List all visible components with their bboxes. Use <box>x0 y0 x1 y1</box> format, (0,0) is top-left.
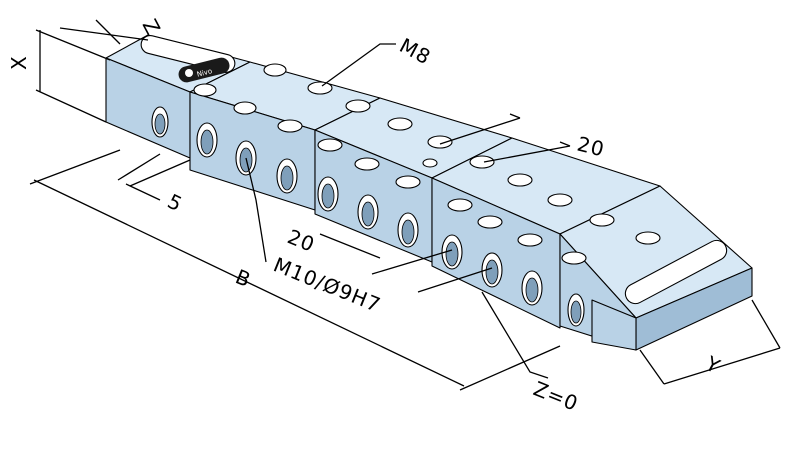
right-slot-hole <box>624 239 728 305</box>
label-offset-5: 5 <box>164 189 187 217</box>
label-pitch-front: 20 <box>284 224 318 257</box>
fixture-rail-body: Nivo <box>105 34 753 351</box>
label-m10: M10/Ø9H7 <box>270 252 384 317</box>
label-y: Y <box>701 351 725 379</box>
left-end-piece <box>105 34 251 159</box>
label-m8: M8 <box>396 33 436 69</box>
brand-logo-text: Nivo <box>196 67 213 79</box>
label-pitch-top: 20 <box>575 132 607 162</box>
top-holes <box>193 63 661 265</box>
dimension-lines <box>29 19 781 391</box>
label-b: B <box>232 264 255 292</box>
label-zero-point: Z=0 <box>530 376 582 416</box>
label-x: X <box>7 55 31 70</box>
brand-logo: Nivo <box>178 57 230 83</box>
